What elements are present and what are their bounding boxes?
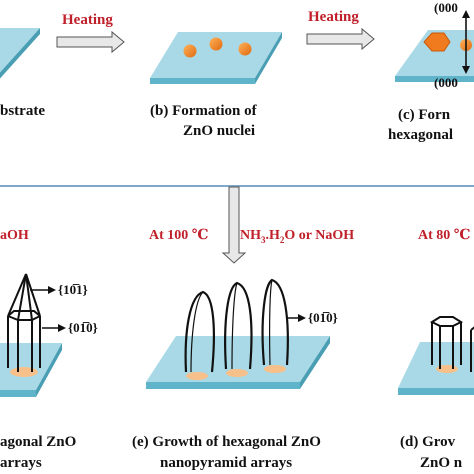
facet-c-top: (000 [434, 0, 458, 15]
caption-b-line1: (b) Formation of [150, 103, 257, 119]
facet-c-bottom: (000 [434, 75, 458, 90]
caption-left-line1: agonal ZnO [0, 434, 77, 450]
caption-right-line1: (d) Grov [400, 434, 456, 450]
caption-e-line2: nanopyramid arrays [160, 455, 293, 471]
caption-left-line2: arrays [0, 455, 42, 471]
heating-arrow-1 [56, 30, 125, 54]
hexagonal-pyramid-rod [7, 273, 41, 377]
caption-c-line1: (c) Forn [398, 107, 451, 123]
facet-left-top: {10̅1} [58, 282, 88, 297]
condition-left: aOH [0, 228, 29, 243]
caption-e-line1: (e) Growth of hexagonal ZnO [132, 434, 321, 450]
condition-middle-reagent: NH3.H2O or NaOH [240, 228, 355, 245]
heating-label-2: Heating [308, 9, 359, 25]
substrate-a [0, 28, 40, 79]
facet-pointer-middle [287, 314, 306, 322]
zno-nucleus [238, 42, 252, 56]
substrate-right [398, 342, 474, 395]
heating-label-1: Heating [62, 12, 113, 28]
hexagonal-nucleus [423, 32, 451, 52]
condition-middle-temp: At 100 ℃ [149, 228, 209, 243]
substrate-c [395, 30, 474, 82]
facet-left-side: {01̅0} [68, 320, 98, 335]
hexagonal-rod-array [429, 316, 474, 373]
condition-right-temp: At 80 ℃ [418, 228, 471, 243]
substrate-middle [146, 336, 330, 389]
nanopyramid-array [184, 278, 289, 380]
facet-middle: {01̅0} [308, 310, 338, 325]
heating-arrow-2 [306, 27, 375, 51]
zno-nucleus [209, 37, 223, 51]
down-arrow [221, 186, 247, 264]
caption-c-line2: hexagonal [388, 127, 454, 143]
caption-b-line2: ZnO nuclei [183, 123, 256, 139]
substrate-b [150, 32, 282, 84]
caption-a: bstrate [0, 103, 45, 119]
caption-right-line2: ZnO n [420, 455, 463, 471]
zno-nucleus [183, 44, 197, 58]
facet-pointer-left [30, 286, 66, 332]
